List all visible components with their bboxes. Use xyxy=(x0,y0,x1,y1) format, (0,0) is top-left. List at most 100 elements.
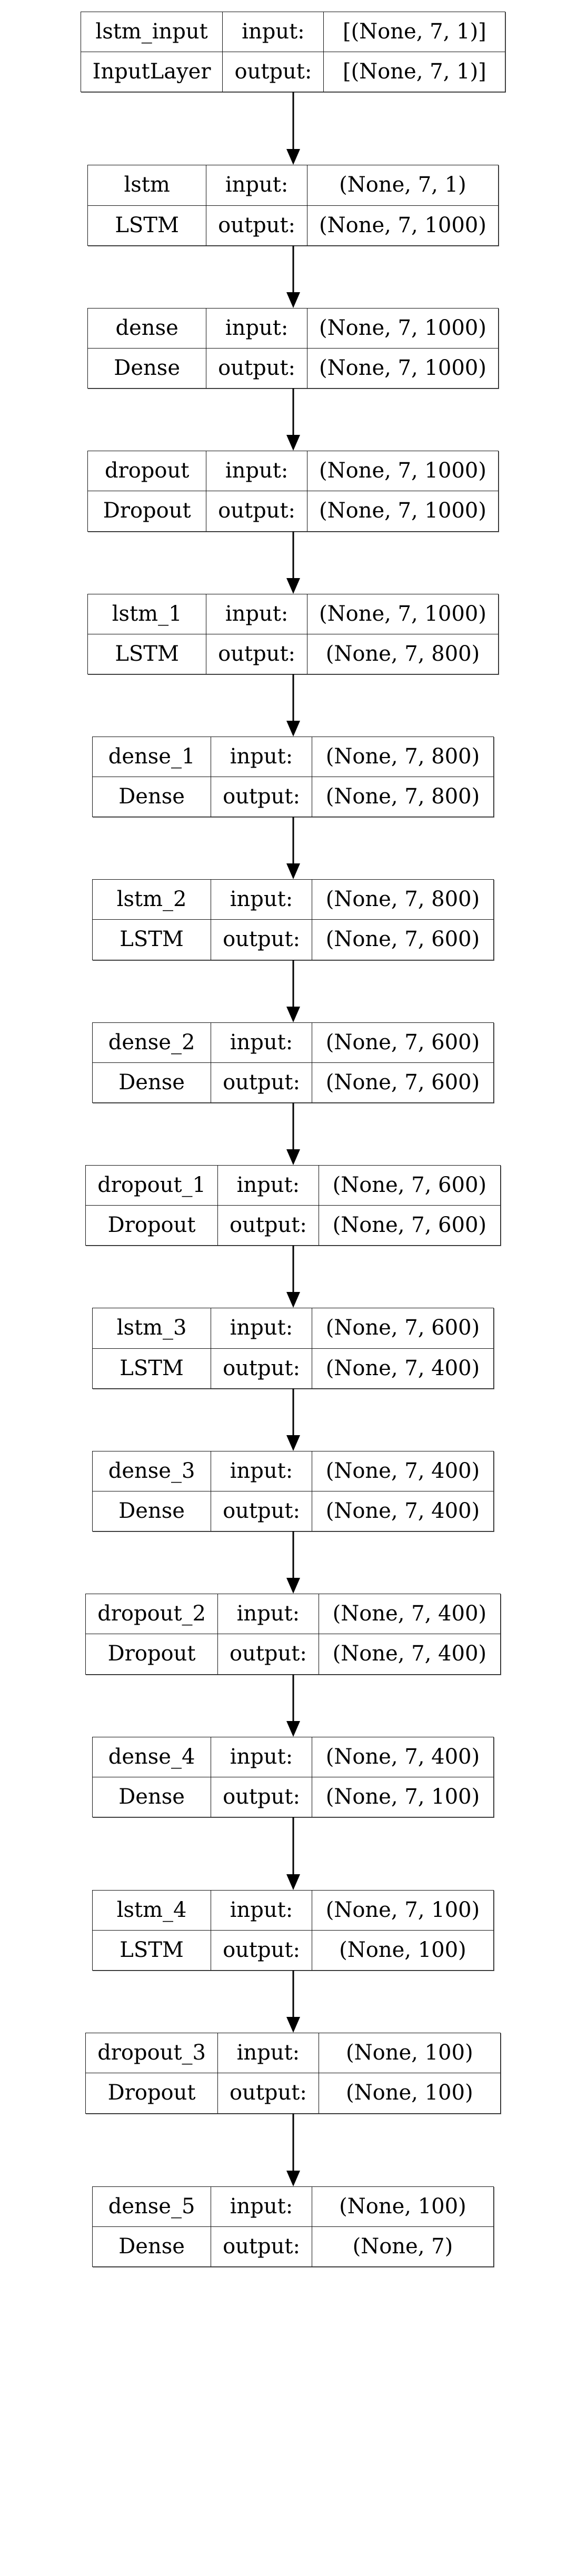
edge-arrow xyxy=(0,531,586,594)
input-shape: (None, 7, 600) xyxy=(311,1022,494,1063)
output-label: output: xyxy=(217,2073,319,2114)
output-label: output: xyxy=(217,1634,319,1675)
input-label: input: xyxy=(211,1889,312,1931)
layer-type: Dense xyxy=(92,1490,212,1532)
input-shape: (None, 7, 800) xyxy=(311,736,494,778)
down-arrow-icon xyxy=(286,1435,300,1451)
input-label: input: xyxy=(211,1736,312,1777)
down-arrow-icon xyxy=(286,2170,300,2186)
input-label: input: xyxy=(206,451,307,492)
output-label: output: xyxy=(211,1930,312,1971)
input-shape: (None, 7, 400) xyxy=(311,1736,494,1777)
input-shape: (None, 7, 800) xyxy=(311,879,494,920)
layer-type: Dense xyxy=(87,347,207,389)
layer-type: Dropout xyxy=(87,491,207,532)
edge-arrow xyxy=(0,1103,586,1165)
input-label: input: xyxy=(206,593,307,634)
input-label: input: xyxy=(211,1022,312,1063)
output-shape: (None, 7, 600) xyxy=(311,1062,494,1103)
down-arrow-icon xyxy=(286,1578,300,1594)
edge-arrow xyxy=(0,1674,586,1737)
layer-name: dense_3 xyxy=(92,1450,212,1491)
edge-arrow xyxy=(0,1246,586,1308)
down-arrow-icon xyxy=(286,863,300,880)
input-label: input: xyxy=(217,1165,319,1206)
output-shape: (None, 7, 800) xyxy=(311,777,494,818)
down-arrow-icon xyxy=(286,435,300,451)
output-shape: (None, 7, 1000) xyxy=(307,491,499,532)
edge-line xyxy=(292,1817,294,1876)
layer-type: LSTM xyxy=(92,1348,212,1389)
layer-type: LSTM xyxy=(92,919,212,960)
output-label: output: xyxy=(222,52,324,93)
output-label: output: xyxy=(211,1062,312,1103)
output-label: output: xyxy=(206,633,307,674)
edge-line xyxy=(292,1103,294,1156)
layer-type: Dense xyxy=(92,2226,212,2267)
output-shape: (None, 100) xyxy=(318,2073,501,2114)
top-spacer xyxy=(0,0,586,12)
output-label: output: xyxy=(206,205,307,246)
edge-line xyxy=(292,817,294,870)
output-shape: (None, 7, 800) xyxy=(307,633,499,674)
input-shape: (None, 100) xyxy=(311,2186,494,2227)
layer-name: dense_2 xyxy=(92,1022,212,1063)
input-shape: (None, 7, 600) xyxy=(311,1308,494,1349)
output-label: output: xyxy=(211,919,312,960)
layer-name: dropout xyxy=(87,451,207,492)
layer-type: LSTM xyxy=(87,633,207,674)
output-shape: (None, 7, 400) xyxy=(311,1348,494,1389)
layer-name: lstm_3 xyxy=(92,1308,212,1349)
input-shape: (None, 7, 100) xyxy=(311,1889,494,1931)
input-label: input: xyxy=(211,2186,312,2227)
output-label: output: xyxy=(211,1490,312,1532)
down-arrow-icon xyxy=(286,1720,300,1737)
layer-type: LSTM xyxy=(92,1930,212,1971)
edge-line xyxy=(292,1674,294,1727)
layer-name: dense_5 xyxy=(92,2186,212,2227)
edge-line xyxy=(292,531,294,584)
output-label: output: xyxy=(206,347,307,389)
input-shape: (None, 7, 1) xyxy=(307,165,499,206)
edge-line xyxy=(292,2113,294,2173)
